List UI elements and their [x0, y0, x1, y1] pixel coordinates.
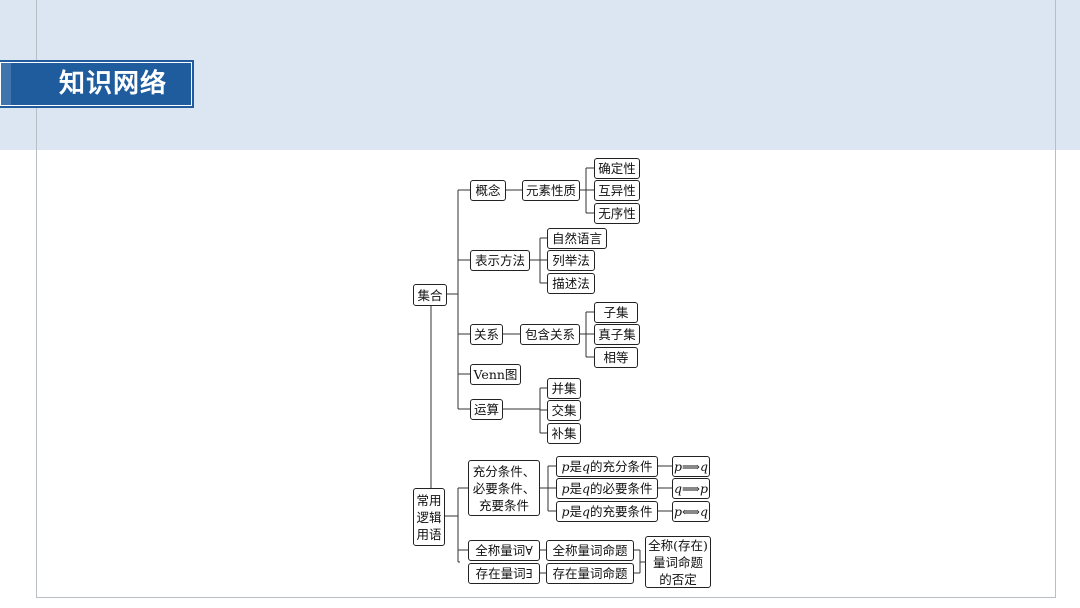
- node-jihe: 集合: [413, 284, 447, 306]
- node-changyong: 常用 逻辑 用语: [413, 488, 445, 546]
- node-biaoshi: 表示方法: [470, 250, 530, 271]
- node-cunmingti: 存在量词命题: [546, 563, 634, 584]
- node-imp3: p⟺q: [672, 501, 710, 522]
- node-baohan: 包含关系: [520, 324, 580, 345]
- node-wuxu: 无序性: [594, 203, 640, 224]
- cond3-shi: 是: [569, 504, 582, 519]
- cond1-q: q: [582, 459, 591, 474]
- cond1-text: 的充分条件: [590, 459, 653, 474]
- node-imp1: p⟹q: [672, 456, 710, 477]
- node-quanmingti: 全称量词命题: [546, 540, 634, 561]
- page-title: 知识网络: [59, 69, 168, 99]
- node-quancheng: 全称量词∀: [468, 540, 540, 561]
- node-fouding: 全称(存在) 量词命题 的否定: [645, 536, 711, 588]
- node-miaoshu: 描述法: [547, 273, 595, 294]
- cond3-q: q: [582, 504, 591, 519]
- title-accent: [1, 63, 11, 105]
- node-ziji: 子集: [594, 302, 638, 323]
- cond2-shi: 是: [569, 481, 582, 496]
- node-jiaoji: 交集: [547, 400, 581, 421]
- node-imp2: q⟹p: [672, 478, 710, 499]
- node-tiaojian: 充分条件、 必要条件、 充要条件: [468, 460, 540, 516]
- node-bingji: 并集: [547, 378, 581, 399]
- node-cunzai: 存在量词∃: [468, 563, 540, 584]
- cond3-p: p: [561, 504, 570, 519]
- cond2-text: 的必要条件: [590, 481, 653, 496]
- node-ziran: 自然语言: [547, 228, 607, 249]
- node-guanxi: 关系: [470, 324, 503, 345]
- node-liejv: 列举法: [547, 250, 595, 271]
- imp1-text: p⟹q: [674, 459, 708, 474]
- slide-frame: [36, 0, 1056, 598]
- cond1-p: p: [561, 459, 570, 474]
- node-gainian: 概念: [470, 180, 506, 201]
- cond3-text: 的充要条件: [590, 504, 653, 519]
- cond2-p: p: [561, 481, 570, 496]
- imp2-text: q⟹p: [674, 481, 708, 496]
- node-zhenziji: 真子集: [594, 324, 640, 345]
- node-queding: 确定性: [594, 158, 640, 179]
- node-huyi: 互异性: [594, 180, 640, 201]
- node-buji: 补集: [547, 423, 581, 444]
- node-yuansu: 元素性质: [522, 180, 580, 201]
- node-yunsuan: 运算: [470, 399, 503, 420]
- cond1-shi: 是: [569, 459, 582, 474]
- title-banner: 知识网络: [0, 62, 192, 106]
- node-venn: Venn图: [470, 364, 521, 385]
- imp3-text: p⟺q: [674, 504, 708, 519]
- node-xiangdeng: 相等: [594, 347, 638, 368]
- cond2-q: q: [582, 481, 591, 496]
